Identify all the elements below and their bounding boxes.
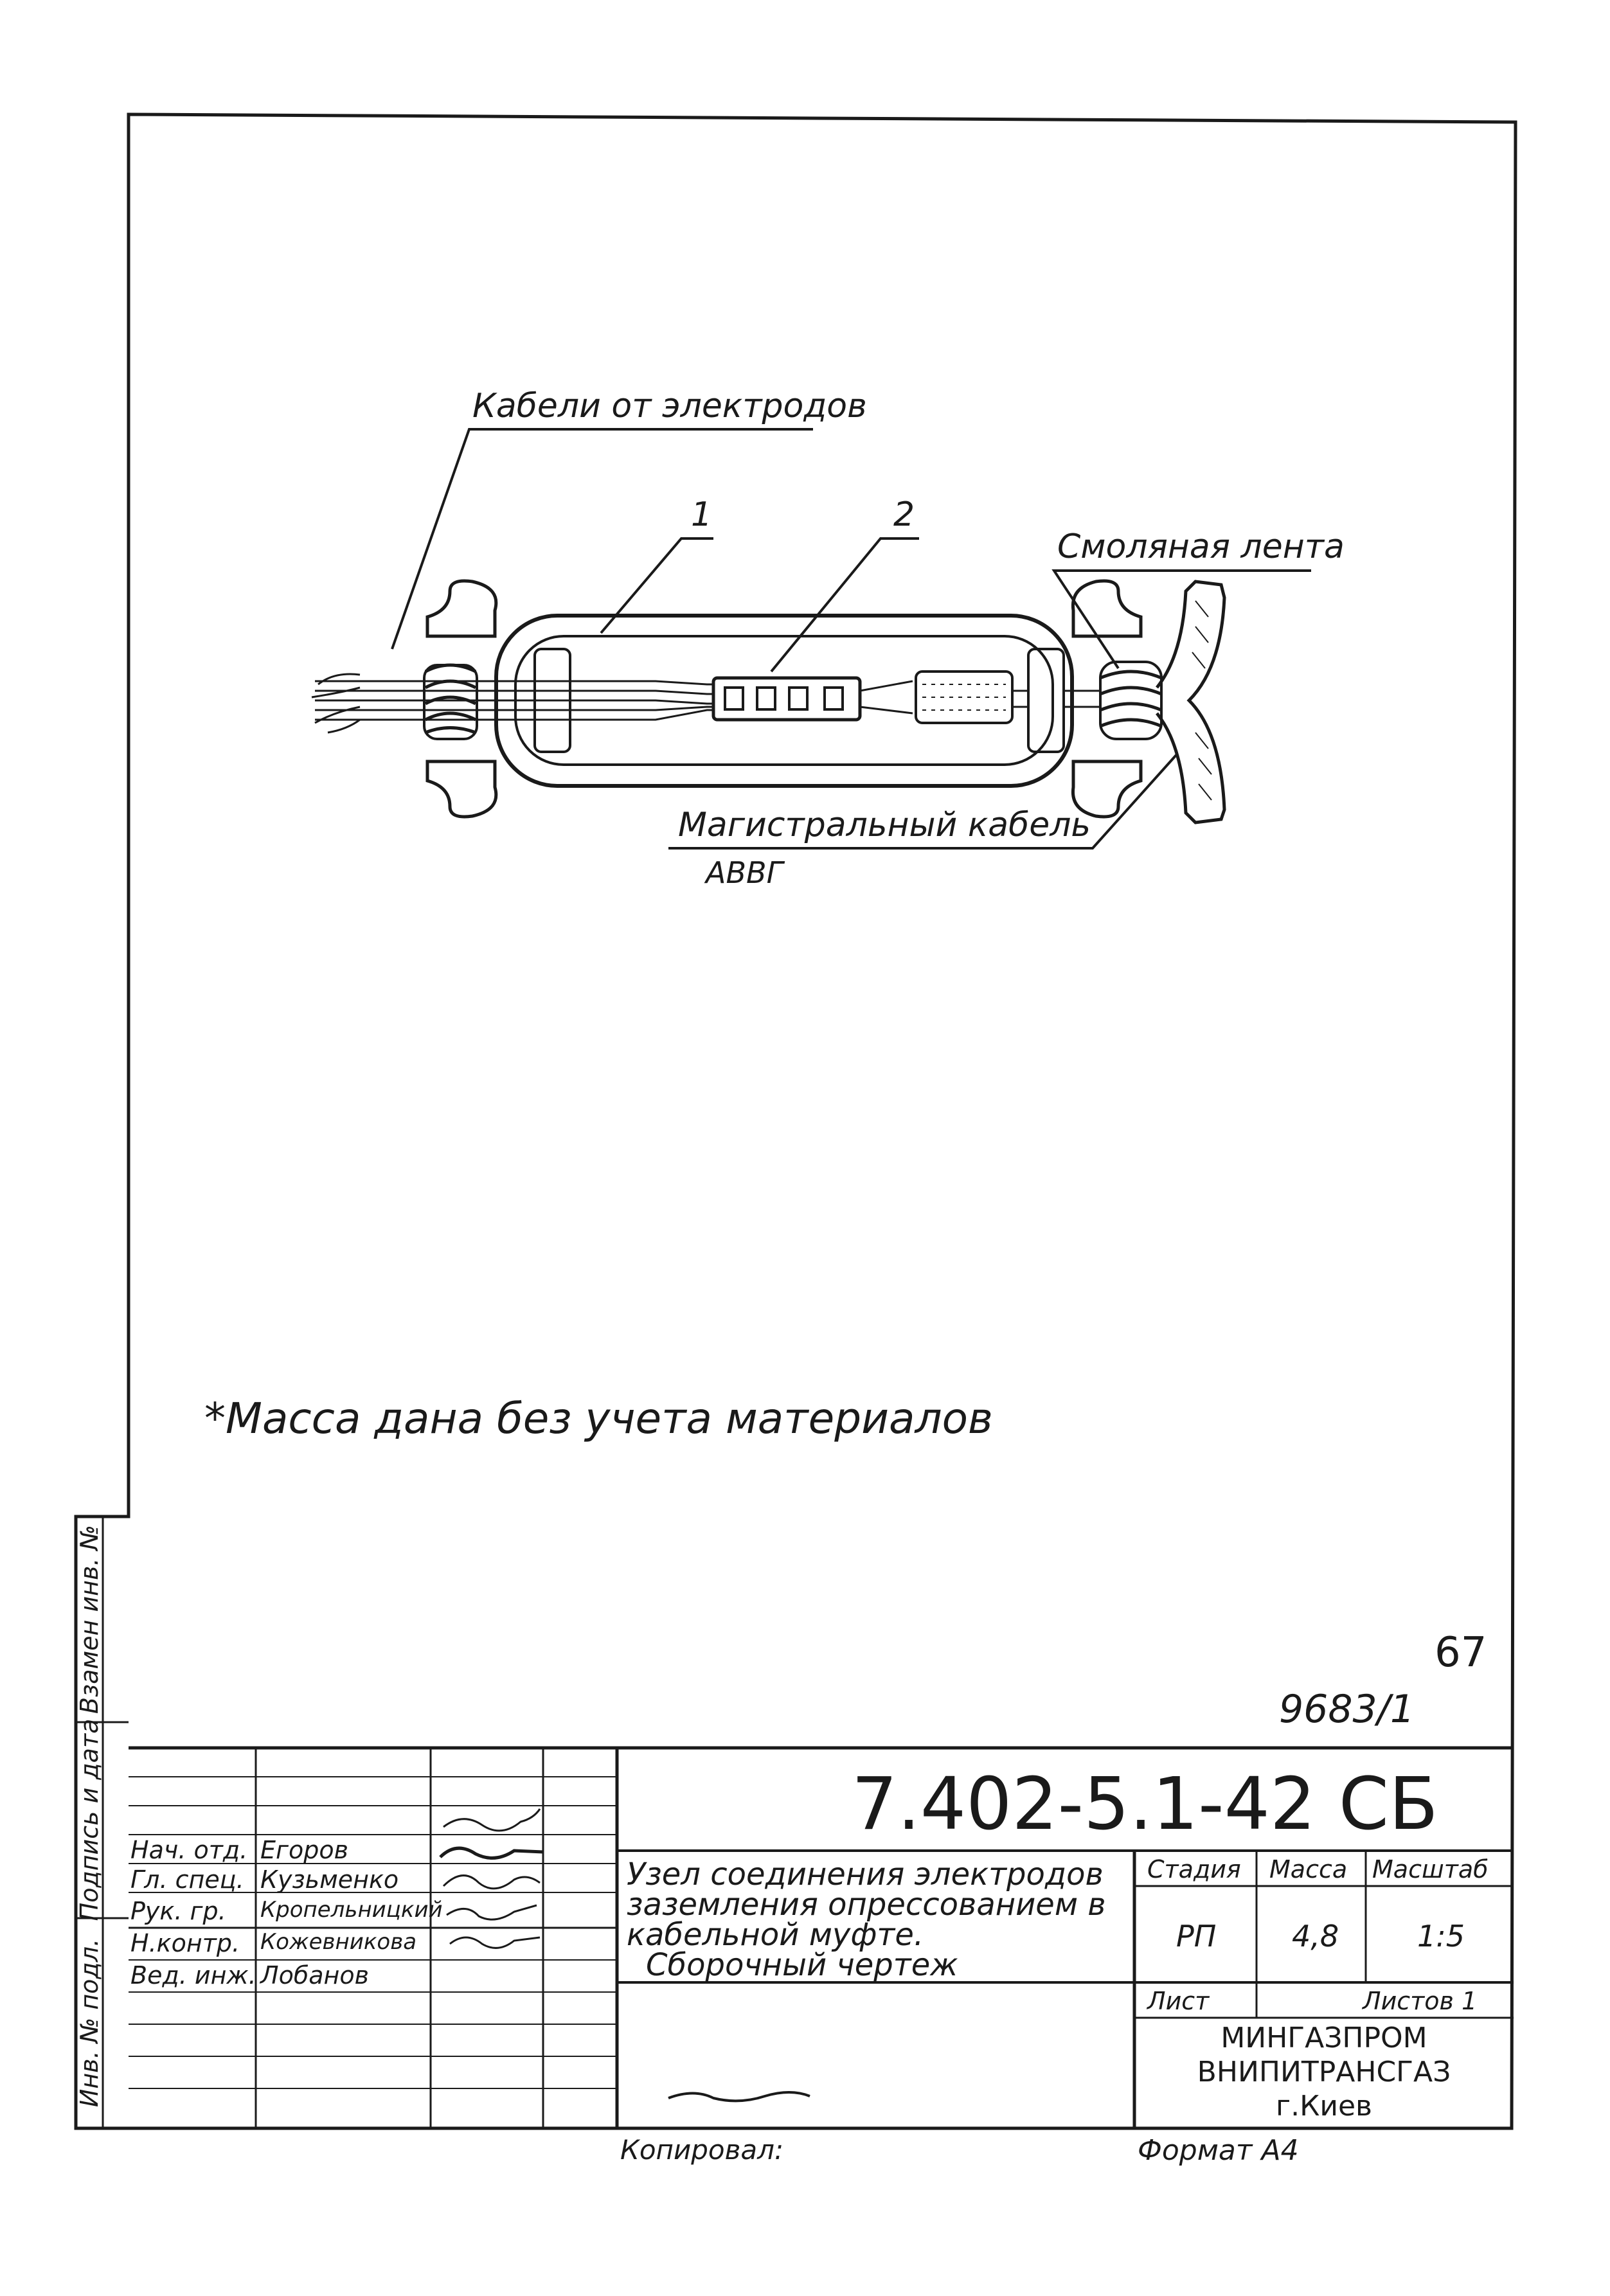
title-line-1: Узел соединения электродов xyxy=(627,1856,1104,1892)
name-norm-control: Кожевникова xyxy=(260,1929,417,1955)
side-stamp-replace-inv: Взамен инв. № xyxy=(75,1524,103,1714)
role-lead-eng: Вед. инж. xyxy=(130,1961,256,1989)
name-head-dept: Егоров xyxy=(260,1836,348,1864)
label-part-1: 1 xyxy=(691,495,713,534)
role-head-dept: Нач. отд. xyxy=(130,1836,248,1864)
frame-border xyxy=(74,112,1517,2130)
header-scale: Масштаб xyxy=(1372,1855,1489,1883)
label-part-2: 2 xyxy=(893,495,915,534)
label-resin-tape: Смоляная лента xyxy=(1057,528,1345,566)
copied-by: Копировал: xyxy=(620,2134,784,2166)
value-mass: 4,8 xyxy=(1292,1919,1339,1953)
sheet-label: Лист xyxy=(1147,1987,1210,2015)
title-line-2: заземления опрессованием в xyxy=(627,1887,1106,1923)
role-group-lead: Рук. гр. xyxy=(130,1897,226,1925)
side-stamp-orig-inv: Инв. № подл. xyxy=(75,1938,103,2108)
name-group-lead: Кропельницкий xyxy=(260,1897,443,1923)
label-main-cable: Магистральный кабель xyxy=(678,806,1091,844)
value-scale: 1:5 xyxy=(1417,1919,1465,1953)
cable-joint-drawing xyxy=(311,428,1311,850)
label-cables-from-electrodes: Кабели от электродов xyxy=(472,387,867,425)
page-number: 67 xyxy=(1435,1629,1487,1677)
drawing-designation: 7.402-5.1-42 СБ xyxy=(852,1763,1438,1846)
org-ministry: МИНГАЗПРОМ xyxy=(1221,2022,1427,2054)
org-city: г.Киев xyxy=(1276,2090,1372,2122)
header-mass: Масса xyxy=(1269,1855,1348,1883)
name-lead-eng: Лобанов xyxy=(260,1961,370,1989)
org-institute: ВНИПИТРАНСГАЗ xyxy=(1197,2056,1451,2088)
title-line-3: кабельной муфте. xyxy=(627,1917,924,1953)
format-label: Формат А4 xyxy=(1138,2134,1299,2167)
inventory-number: 9683/1 xyxy=(1279,1687,1415,1732)
name-chief-spec: Кузьменко xyxy=(260,1865,399,1894)
signatures xyxy=(439,1808,810,2103)
value-stage: РП xyxy=(1176,1919,1217,1953)
header-stage: Стадия xyxy=(1147,1855,1241,1883)
side-stamp-signature-date: Подпись и дата xyxy=(75,1718,103,1921)
label-main-cable-type: АВВГ xyxy=(706,855,783,890)
sheets-label: Листов 1 xyxy=(1363,1987,1478,2015)
role-chief-spec: Гл. спец. xyxy=(130,1865,244,1894)
mass-note: *Масса дана без учета материалов xyxy=(204,1394,993,1443)
title-line-4: Сборочный чертеж xyxy=(646,1947,958,1983)
role-norm-control: Н.контр. xyxy=(130,1929,240,1957)
